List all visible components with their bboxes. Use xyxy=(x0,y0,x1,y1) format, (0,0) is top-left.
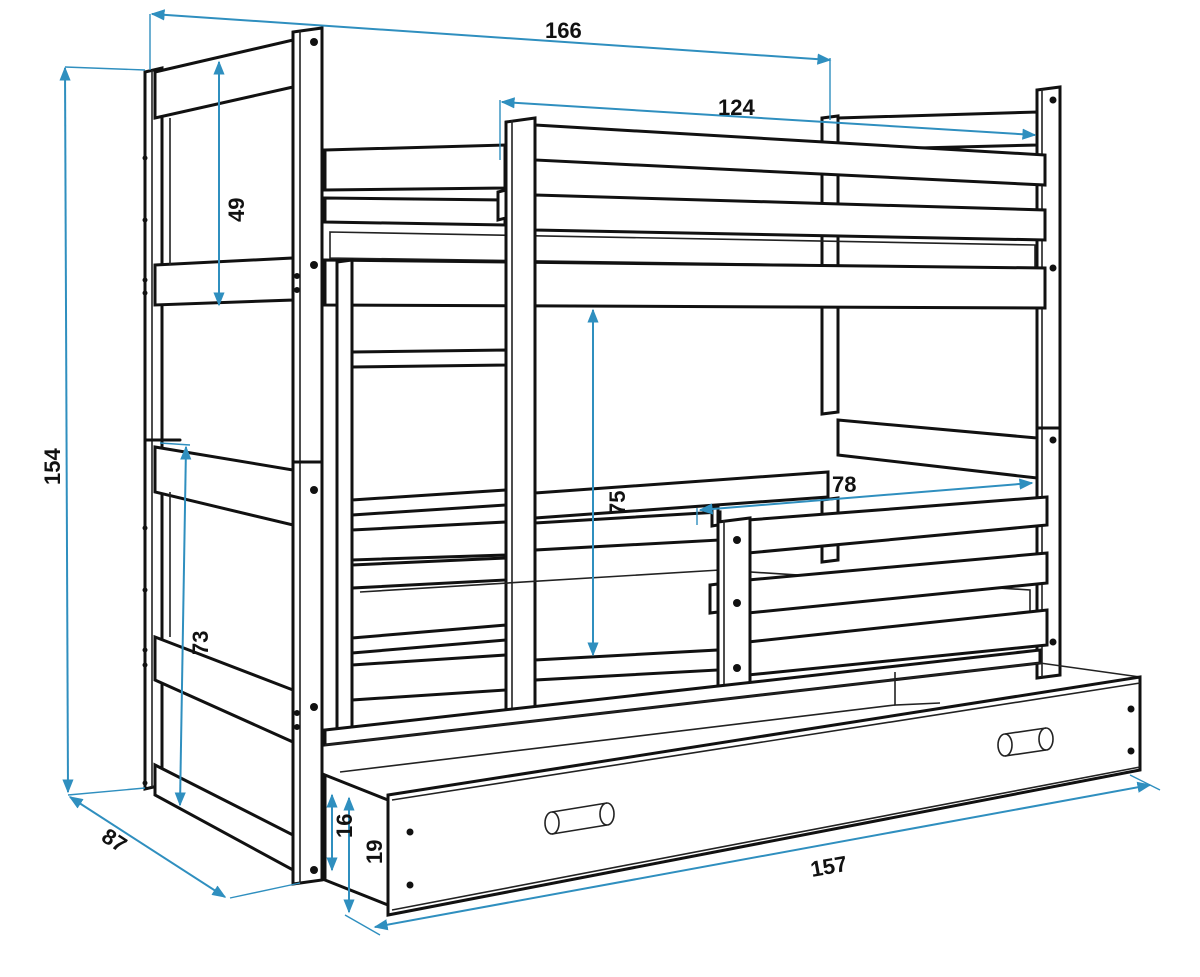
drawer-handle-icon xyxy=(997,727,1054,757)
label-inner-rail-length: 124 xyxy=(718,95,755,120)
label-drawer-inner-height: 16 xyxy=(332,814,357,838)
label-overall-length: 166 xyxy=(545,18,582,43)
label-drawer-front-height: 19 xyxy=(362,840,387,864)
label-top-guard-height: 49 xyxy=(224,198,249,222)
underbed-drawer xyxy=(323,662,1142,917)
left-end-frame xyxy=(142,26,324,886)
ladder xyxy=(350,348,508,655)
label-lower-rail-opening: 78 xyxy=(832,472,856,497)
dimension-lines xyxy=(59,9,1161,936)
label-bottom-headboard-height: 73 xyxy=(188,631,213,655)
upper-bunk xyxy=(323,116,1047,740)
bolt-icons xyxy=(142,38,318,874)
label-clearance-between-bunks: 75 xyxy=(605,491,630,515)
dimension-labels: 166 124 49 154 73 75 78 87 157 16 19 xyxy=(40,18,856,882)
label-overall-height: 154 xyxy=(40,448,65,485)
lower-bunk xyxy=(323,470,1049,747)
label-drawer-length: 157 xyxy=(809,851,850,882)
label-depth: 87 xyxy=(97,823,131,857)
